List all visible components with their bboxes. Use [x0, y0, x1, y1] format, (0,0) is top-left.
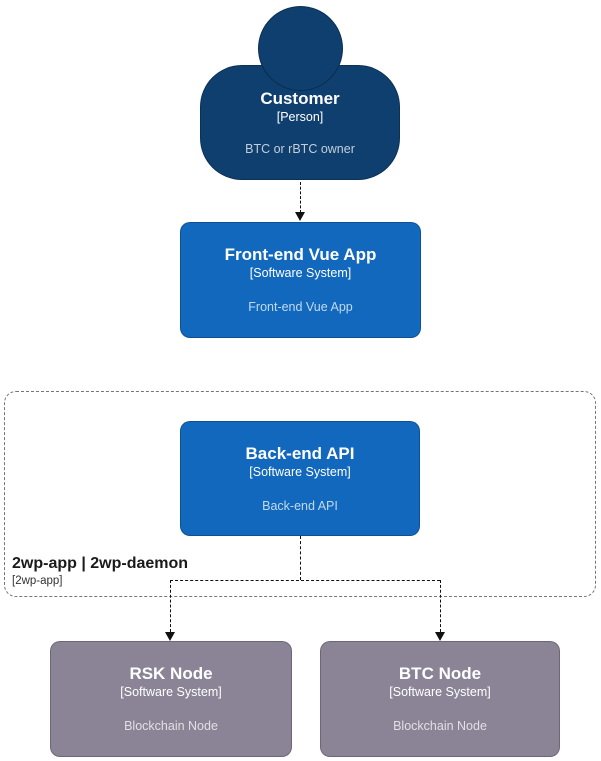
node-title: BTC Node [398, 664, 482, 683]
edge-backend-btc-line [440, 580, 441, 632]
node-description: Blockchain Node [124, 719, 218, 733]
node-description: Front-end Vue App [248, 300, 353, 314]
edge-customer-frontend-line [300, 182, 301, 213]
node-description: BTC or rBTC owner [245, 141, 355, 156]
edge-backend-btc-arrowhead [435, 632, 445, 641]
node-title: RSK Node [129, 664, 213, 683]
edge-backend-rsk-arrowhead [165, 632, 175, 641]
boundary-subtitle: [2wp-app] [12, 575, 63, 587]
edge-backend-split-line [170, 580, 440, 581]
node-type: [Software System] [249, 464, 351, 479]
boundary-label: 2wp-app | 2wp-daemon [2wp-app] [12, 555, 188, 588]
node-description: Blockchain Node [393, 719, 487, 733]
edge-backend-rsk-line [170, 580, 171, 632]
node-btc-node[interactable]: BTC Node [Software System] Blockchain No… [320, 641, 560, 757]
node-title: Front-end Vue App [224, 245, 377, 264]
node-type: [Software System] [249, 266, 352, 280]
node-frontend-vue-app[interactable]: Front-end Vue App [Software System] Fron… [180, 222, 421, 338]
node-rsk-node[interactable]: RSK Node [Software System] Blockchain No… [50, 641, 292, 757]
node-type: [Software System] [389, 685, 491, 699]
node-title: Customer [260, 88, 340, 108]
node-description: Back-end API [262, 498, 338, 513]
boundary-2wp-app [4, 391, 596, 597]
boundary-title: 2wp-app | 2wp-daemon [12, 555, 189, 572]
node-type: [Software System] [120, 685, 222, 699]
person-body: Customer [Person] BTC or rBTC owner [200, 65, 400, 180]
node-backend-api[interactable]: Back-end API [Software System] Back-end … [180, 421, 420, 536]
node-title: Back-end API [245, 443, 355, 463]
person-head-icon [258, 6, 343, 91]
edge-backend-stem-line [300, 536, 301, 580]
node-type: [Person] [276, 109, 324, 124]
edge-customer-frontend-arrowhead [295, 212, 305, 221]
